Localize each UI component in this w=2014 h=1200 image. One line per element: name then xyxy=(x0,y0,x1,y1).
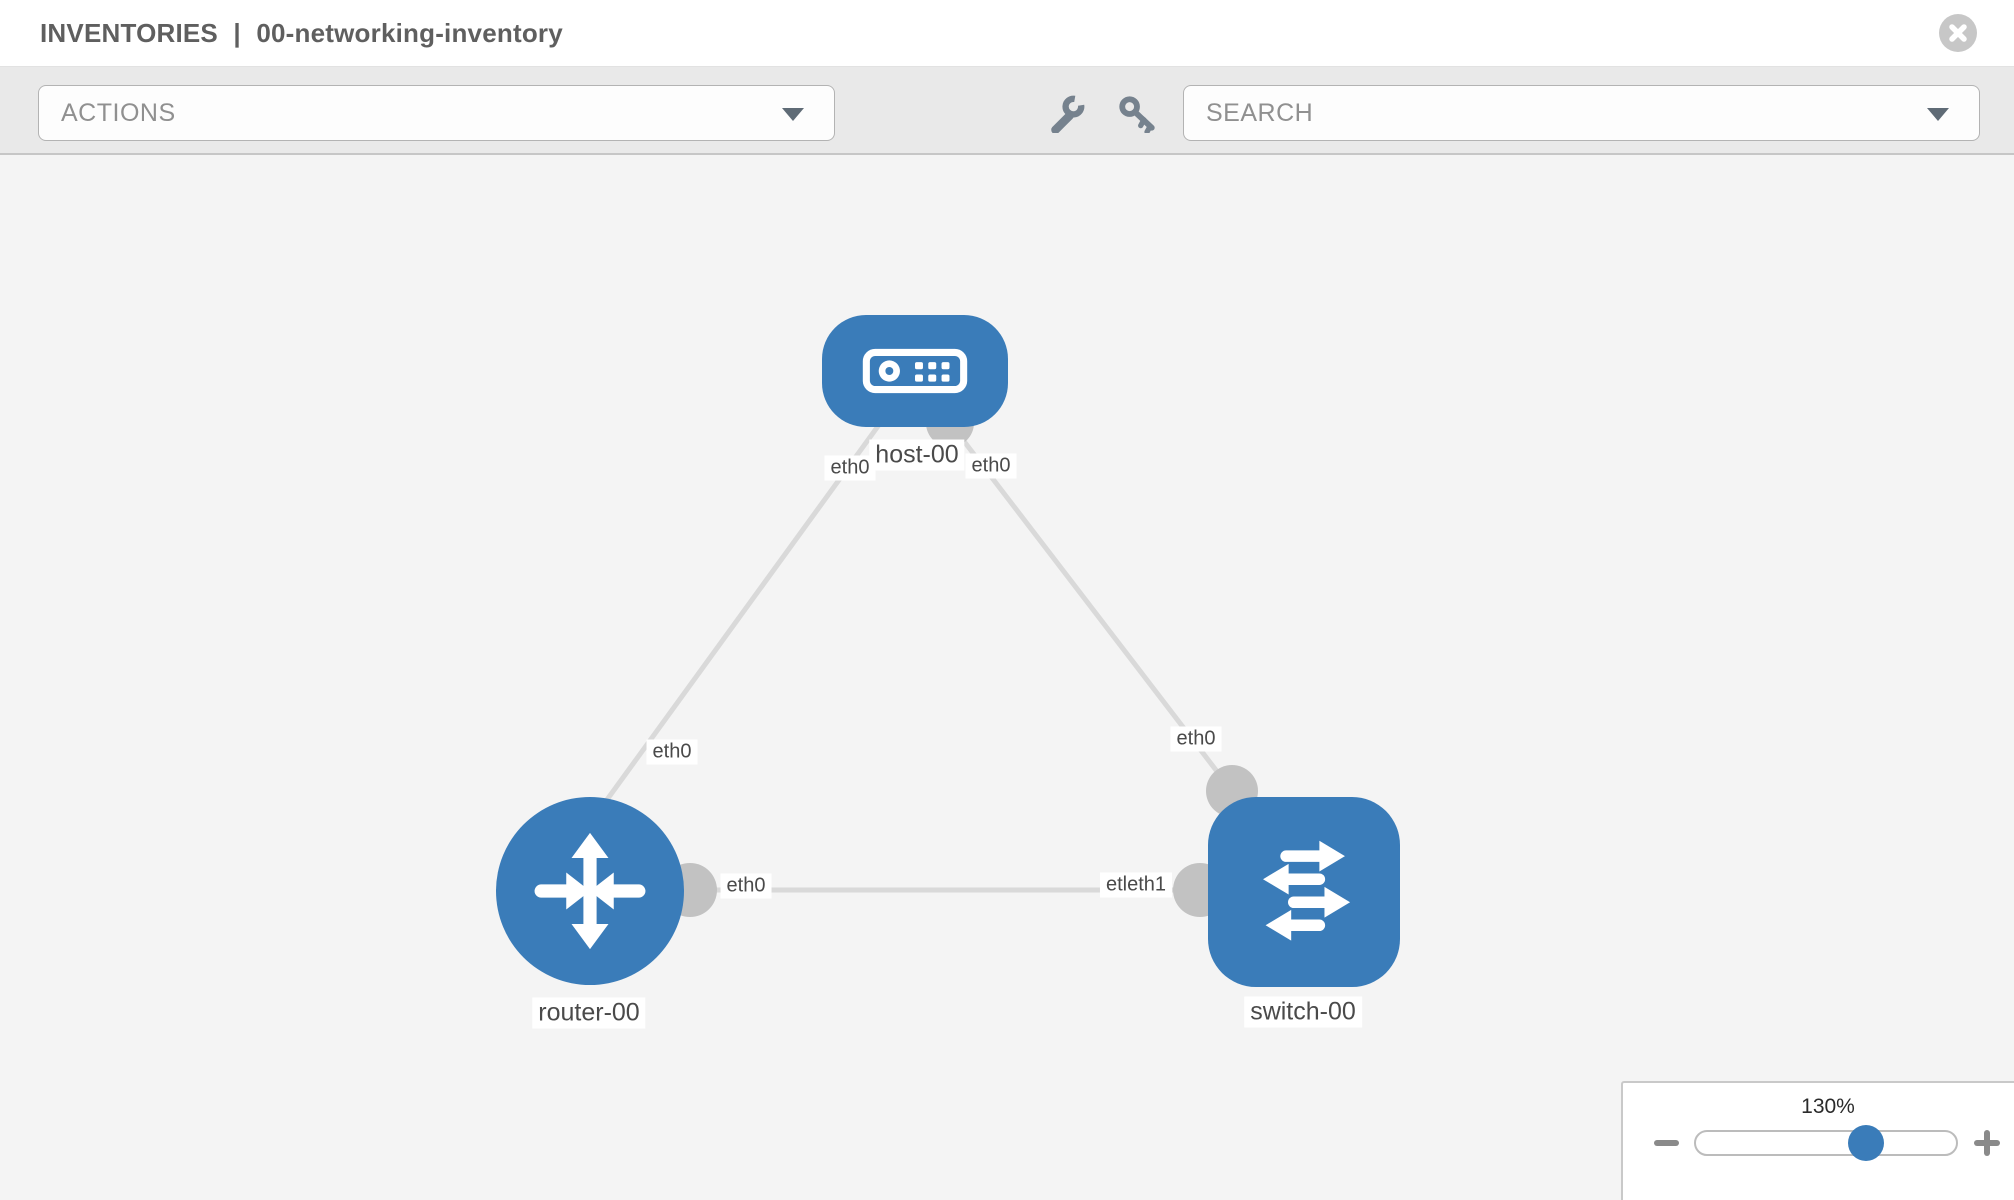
topology-links-layer xyxy=(582,398,1258,917)
header: INVENTORIES | 00-networking-inventory xyxy=(0,0,2014,67)
page-title: INVENTORIES | 00-networking-inventory xyxy=(40,0,571,66)
interface-label: eth0 xyxy=(965,453,1017,479)
breadcrumb-separator: | xyxy=(233,18,241,48)
actions-dropdown-label: ACTIONS xyxy=(61,98,176,127)
router-icon xyxy=(534,832,646,950)
node-label-host: host-00 xyxy=(869,439,965,471)
search-dropdown-label: SEARCH xyxy=(1206,98,1314,127)
interface-label: eth0 xyxy=(1170,726,1222,752)
zoom-slider-knob[interactable] xyxy=(1848,1125,1884,1161)
zoom-control-panel: 130% xyxy=(1621,1081,2014,1200)
plus-icon xyxy=(1984,1130,1990,1156)
switch-icon xyxy=(1263,840,1351,941)
interface-label: eth0 xyxy=(646,739,698,765)
interface-label: eth0 xyxy=(720,873,772,899)
wrench-icon[interactable] xyxy=(1047,95,1085,133)
key-icon[interactable] xyxy=(1118,95,1156,133)
interface-label: etleth1 xyxy=(1099,872,1173,898)
chevron-down-icon xyxy=(1927,108,1949,121)
chevron-down-icon xyxy=(782,108,804,121)
host-icon xyxy=(862,348,968,394)
interface-label: eth0 xyxy=(824,455,876,481)
inventory-name: 00-networking-inventory xyxy=(256,18,563,48)
toolbar: ACTIONS SEARCH xyxy=(0,67,2014,155)
close-icon xyxy=(1949,24,1967,42)
zoom-slider-track[interactable] xyxy=(1694,1125,1958,1161)
zoom-out-button[interactable] xyxy=(1654,1140,1679,1146)
close-button[interactable] xyxy=(1939,14,1977,52)
breadcrumb-inventories[interactable]: INVENTORIES xyxy=(40,18,218,48)
search-dropdown[interactable]: SEARCH xyxy=(1183,85,1980,141)
node-label-switch: switch-00 xyxy=(1244,996,1362,1028)
topology-canvas[interactable]: host-00 router-00 switch-00 eth0 eth0 et… xyxy=(0,155,2014,1200)
node-switch-00[interactable] xyxy=(1208,797,1400,987)
zoom-in-button[interactable] xyxy=(1974,1130,2000,1156)
node-host-00[interactable] xyxy=(822,315,1008,427)
node-router-00[interactable] xyxy=(496,797,684,985)
actions-dropdown[interactable]: ACTIONS xyxy=(38,85,835,141)
zoom-level-value: 130% xyxy=(1801,1095,1855,1118)
node-label-router: router-00 xyxy=(532,997,646,1029)
